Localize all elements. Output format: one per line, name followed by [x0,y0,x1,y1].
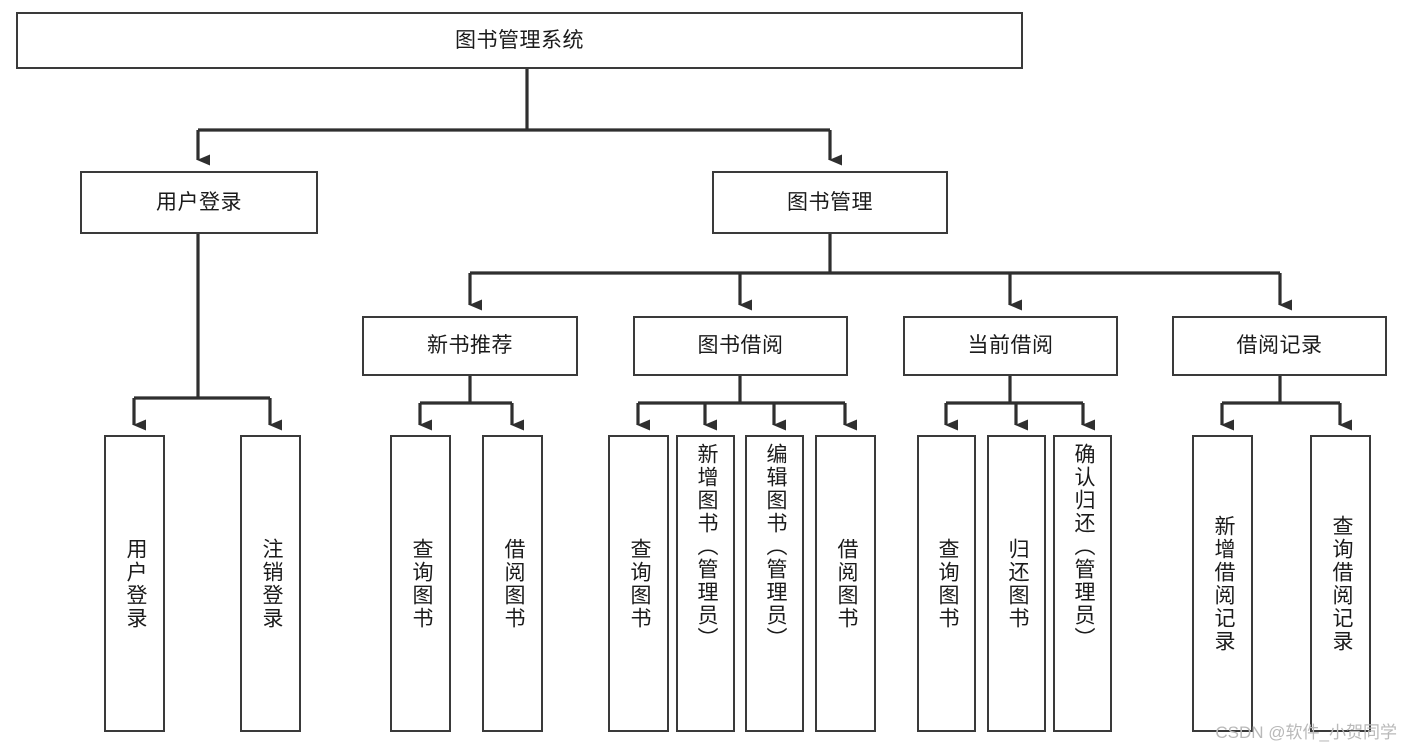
node-root-label: 图书管理系统 [455,28,584,52]
leaf-query-book-current-label: 查询图书 [935,537,959,630]
leaf-borrow-book-recommend[interactable]: 借阅图书 [482,435,543,732]
leaf-borrow-book[interactable]: 借阅图书 [815,435,876,732]
leaf-query-book-borrow-label: 查询图书 [627,537,651,630]
node-book-borrow-label: 图书借阅 [697,334,784,358]
node-borrow-record[interactable]: 借阅记录 [1172,316,1387,376]
node-new-book-recommend-label: 新书推荐 [427,334,513,358]
node-new-book-recommend[interactable]: 新书推荐 [362,316,578,376]
node-root[interactable]: 图书管理系统 [16,12,1023,69]
leaf-confirm-return-admin-label: 确认归还（管理员） [1071,443,1095,650]
node-borrow-record-label: 借阅记录 [1236,334,1323,358]
node-current-borrow-label: 当前借阅 [967,334,1054,358]
leaf-query-book-current[interactable]: 查询图书 [917,435,976,732]
leaf-query-book-borrow[interactable]: 查询图书 [608,435,669,732]
leaf-logout-label: 注销登录 [259,537,283,630]
node-book-borrow[interactable]: 图书借阅 [633,316,848,376]
leaf-add-borrow-record[interactable]: 新增借阅记录 [1192,435,1253,732]
leaf-add-book-admin-label: 新增图书（管理员） [694,443,718,650]
leaf-borrow-book-recommend-label: 借阅图书 [501,537,525,630]
leaf-query-book-recommend-label: 查询图书 [409,537,433,630]
leaf-user-login[interactable]: 用户登录 [104,435,165,732]
node-user-login[interactable]: 用户登录 [80,171,318,234]
leaf-edit-book-admin[interactable]: 编辑图书（管理员） [745,435,804,732]
leaf-query-borrow-record[interactable]: 查询借阅记录 [1310,435,1371,732]
leaf-edit-book-admin-label: 编辑图书（管理员） [763,443,787,650]
leaf-add-borrow-record-label: 新增借阅记录 [1211,514,1235,653]
leaf-add-book-admin[interactable]: 新增图书（管理员） [676,435,735,732]
node-user-login-label: 用户登录 [156,190,242,214]
leaf-user-login-label: 用户登录 [123,537,147,630]
leaf-borrow-book-label: 借阅图书 [834,537,858,630]
leaf-return-book-label: 归还图书 [1005,537,1029,630]
leaf-query-book-recommend[interactable]: 查询图书 [390,435,451,732]
watermark-text: CSDN @软件_小贺同学 [1215,723,1397,742]
leaf-logout[interactable]: 注销登录 [240,435,301,732]
node-book-management-label: 图书管理 [787,190,873,214]
leaf-confirm-return-admin[interactable]: 确认归还（管理员） [1053,435,1112,732]
node-current-borrow[interactable]: 当前借阅 [903,316,1118,376]
leaf-query-borrow-record-label: 查询借阅记录 [1329,514,1353,653]
node-book-management[interactable]: 图书管理 [712,171,948,234]
leaf-return-book[interactable]: 归还图书 [987,435,1046,732]
